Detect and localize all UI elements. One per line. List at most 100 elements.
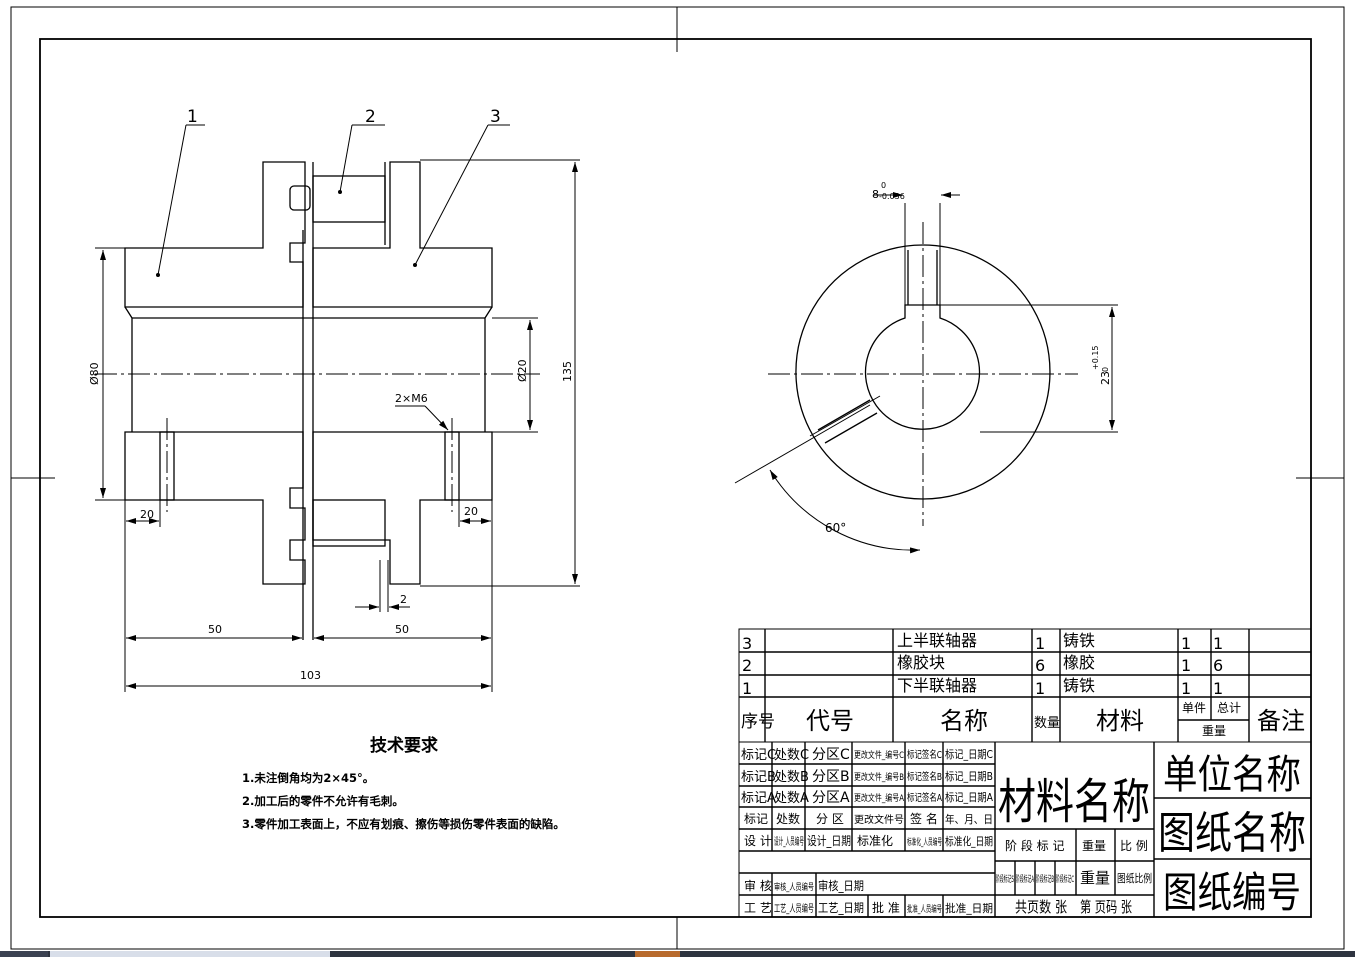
tech-req-item-3: 3.零件加工表面上，不应有划痕、擦伤等损伤零件表面的缺陷。 [242,817,565,831]
dim-key-depth-tol-upper: +0.15 [1091,345,1100,370]
rev-A-zone: 分区A [812,790,850,806]
sheet-frame [10,6,1345,950]
rev-C-count: 处数C [774,748,809,763]
rev-head-zone: 分 区 [816,812,844,826]
rev-C-date: 标记_日期C [945,747,993,761]
dim-d80: Ø80 [88,362,101,385]
bom-row-1-qty: 1 [1035,679,1045,698]
stage-mark-c: 阶段标记C [1056,873,1074,885]
rev-C-mark: 标记C [741,748,776,763]
dim-angle-60: 60° [825,521,846,535]
bom-header-weight: 重量 [1202,724,1226,738]
bom-row-3-no: 3 [742,634,752,653]
bom-row-3-material: 铸铁 [1063,631,1095,650]
bom-header-code: 代号 [806,707,854,735]
bom-row-1-total: 1 [1213,679,1223,698]
approve-date: 批准_日期 [945,901,993,915]
upper-half-coupling-bottom [312,431,493,585]
dim-50-right: 50 [395,623,409,636]
rev-C-doc: 更改文件_编号C [854,749,904,761]
design-person: 设计_人员编号 [774,835,804,848]
dim-20-right: 20 [464,505,478,518]
bom-row-1-no: 1 [742,679,752,698]
taskbar-segment [0,951,48,957]
process-date: 工艺_日期 [818,901,864,915]
review-label: 审 核 [744,878,772,893]
material-name: 材料名称 [998,774,1150,830]
side-section-view [734,192,1118,554]
taskbar-segment [635,951,680,957]
lower-half-coupling-bottom [124,431,306,585]
tech-req-item-1: 1.未注倒角均为2×45°。 [242,771,374,785]
dim-103: 103 [300,669,321,682]
rev-C-zone: 分区C [812,747,850,763]
bom-row-3-name: 上半联轴器 [897,631,977,650]
title-block [738,741,1312,918]
standard-date: 标准化_日期 [945,834,993,848]
standard-label: 标准化 [857,834,893,848]
rev-A-count: 处数A [774,791,809,806]
bom-header-total: 总计 [1217,701,1241,715]
approve-person: 批准_人员编号 [907,903,942,915]
page-count: 共页数 张 [1015,898,1067,916]
dim-135: 135 [561,361,574,382]
standard-person: 标准化_人员编号 [907,836,942,848]
rev-B-sign: 标记签名B [907,770,942,783]
rev-B-zone: 分区B [812,769,850,785]
process-label: 工 艺 [744,901,772,915]
rev-A-doc: 更改文件_编号A [854,792,905,804]
bom-header-material: 材料 [1096,707,1144,735]
dim-d20: Ø20 [516,359,529,382]
weight-value: 重量 [1080,869,1110,887]
dim-20-left: 20 [140,508,154,521]
stage-label: 阶 段 标 记 [1005,838,1064,853]
rev-head-mark: 标记 [744,812,768,826]
page-number: 第 页码 张 [1080,898,1132,916]
dim-key-depth: 23 [1099,371,1112,385]
bom-header-no: 序号 [741,712,775,732]
rev-A-date: 标记_日期A [945,790,993,804]
bom-row-3-unit: 1 [1181,634,1191,653]
stage-mark-b: 阶段标记B [1036,873,1054,885]
rev-B-count: 处数B [774,770,809,785]
bom-row-3-total: 1 [1213,634,1223,653]
drawing-number: 图纸编号 [1163,868,1301,917]
weight-label: 重量 [1082,839,1106,853]
rev-B-date: 标记_日期B [945,769,993,783]
rev-C-sign: 标记签名C [907,748,942,761]
rev-A-sign: 标记签名A [907,791,942,804]
dim-key-depth-tol-lower: 0 [1101,367,1110,372]
approve-label: 批 准 [872,900,900,915]
rubber-block-bottom [312,499,386,547]
scale-label: 比 例 [1120,839,1148,853]
rev-head-date: 年、月、日 [945,812,993,826]
design-date: 设计_日期 [807,834,851,848]
bom-row-2-total: 6 [1213,656,1223,675]
rev-A-mark: 标记A [741,791,776,806]
tech-req-title: 技术要求 [370,735,438,756]
part-label-2: 2 [365,107,376,127]
bom-row-1-name: 下半联轴器 [897,676,977,695]
bom-row-3-qty: 1 [1035,634,1045,653]
rev-head-doc: 更改文件号 [854,813,904,826]
process-person: 工艺_人员编号 [774,902,814,915]
rev-head-count: 处数 [776,811,800,826]
bom-row-1-material: 铸铁 [1063,676,1095,695]
stage-mark-s: 阶段标记S [996,873,1014,885]
dim-key-width-tol-upper: 0 [881,181,886,190]
bom-row-1-unit: 1 [1181,679,1191,698]
dim-key-width-tol-lower: -0.036 [879,192,905,201]
rev-B-doc: 更改文件_编号B [854,771,904,783]
bom-header-qty: 数量 [1034,716,1060,731]
design-label: 设 计 [744,834,772,848]
rubber-block-top [312,175,386,223]
bom-header-name: 名称 [940,707,988,735]
bom-row-2-material: 橡胶 [1063,653,1095,672]
review-person: 审核_人员编号 [774,881,814,893]
bom-row-2-qty: 6 [1035,656,1045,675]
bom-header-unit: 单件 [1182,701,1206,715]
review-date: 审核_日期 [818,878,864,893]
tech-req-item-2: 2.加工后的零件不允许有毛刺。 [242,794,404,808]
stage-mark-a: 阶段标记A [1016,873,1034,885]
